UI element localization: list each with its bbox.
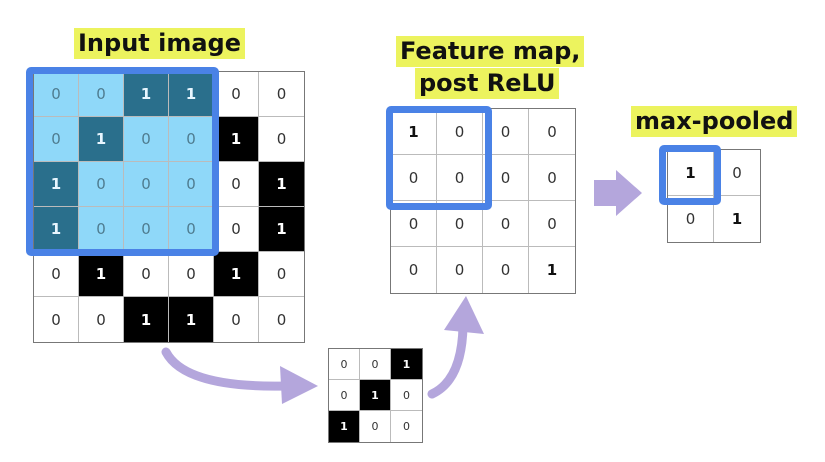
- input-image-cell: 0: [124, 252, 169, 297]
- feature-map-cell: 0: [391, 155, 437, 201]
- feature-map-cell: 0: [437, 155, 483, 201]
- input-image-cell: 1: [124, 297, 169, 342]
- input-to-kernel-arrow-shaft: [161, 347, 290, 391]
- kernel-cell: 1: [360, 380, 391, 411]
- input-image-cell: 0: [34, 252, 79, 297]
- input-image-cell: 1: [259, 162, 304, 207]
- input-image-cell: 0: [214, 72, 259, 117]
- pooled-cell: 0: [668, 196, 714, 242]
- kernel-cell: 0: [403, 420, 410, 433]
- kernel-cell: 0: [360, 349, 391, 380]
- input-image-cell: 0: [259, 252, 304, 297]
- feature-map-cell: 0: [483, 247, 529, 293]
- kernel-cell: 1: [329, 411, 360, 442]
- pooled-cell: 0: [714, 150, 760, 196]
- feature-map-title-line2: post ReLU: [415, 68, 560, 99]
- input-image-cell: 0: [79, 162, 124, 207]
- input-image-cell: 0: [169, 162, 214, 207]
- feature-map-cell: 0: [437, 109, 483, 155]
- feature-map-cell: 1: [546, 261, 558, 279]
- feature-map-title-line1: Feature map,: [396, 36, 585, 67]
- input-image-cell: 1: [124, 72, 169, 117]
- input-image-cell: 1: [169, 297, 214, 342]
- feature-map-cell: 0: [483, 109, 529, 155]
- input-image-cell: 0: [124, 117, 169, 162]
- kernel-cell: 1: [391, 349, 422, 380]
- kernel-cell: 0: [329, 380, 360, 411]
- input-image-cell: 1: [214, 252, 259, 297]
- input-image-cell: 0: [34, 72, 79, 117]
- input-receptive-field-highlight: [26, 67, 219, 256]
- input-image-cell: 1: [259, 207, 304, 252]
- input-image-cell: 0: [259, 117, 304, 162]
- feature-map-cell: 0: [391, 247, 437, 293]
- input-image-cell: 0: [214, 297, 259, 342]
- pooled-cell: 1: [668, 150, 714, 196]
- max-pooled-highlight: [659, 145, 721, 205]
- feature-map-cell: 0: [529, 109, 575, 155]
- input-image-cell: 0: [276, 310, 287, 329]
- pooled-cell: 1: [731, 210, 743, 228]
- input-image-cell: 0: [124, 162, 169, 207]
- feature-map-pool-window: [386, 106, 492, 210]
- input-image-cell: 0: [79, 297, 124, 342]
- input-image-cell: 1: [34, 162, 79, 207]
- input-image-cell: 1: [214, 117, 259, 162]
- feature-map-cell: 0: [529, 201, 575, 247]
- kernel-to-feature-arrow-shaft: [427, 321, 468, 399]
- input-image-cell: 0: [124, 207, 169, 252]
- kernel-cell: 0: [360, 411, 391, 442]
- input-image-cell: 0: [169, 252, 214, 297]
- feature-map-cell: 0: [437, 201, 483, 247]
- feature-map-cell: 0: [483, 155, 529, 201]
- feature-map-cell: 0: [391, 201, 437, 247]
- kernel-cell: 0: [391, 380, 422, 411]
- kernel-cell: 0: [329, 349, 360, 380]
- feature-map-cell: 0: [483, 201, 529, 247]
- max-pooled-title: max-pooled: [631, 106, 798, 137]
- input-image-cell: 0: [34, 117, 79, 162]
- input-image-title: Input image: [74, 28, 245, 59]
- feature-map-cell: 0: [529, 155, 575, 201]
- input-image-cell: 0: [214, 162, 259, 207]
- input-image-cell: 0: [214, 207, 259, 252]
- kernel-to-feature-arrowhead: [444, 296, 484, 334]
- input-image-cell: 0: [79, 72, 124, 117]
- feature-to-pooled-arrow: [594, 170, 642, 216]
- feature-map-cell: 1: [391, 109, 437, 155]
- input-image-cell: 0: [34, 297, 79, 342]
- input-image-cell: 1: [79, 117, 124, 162]
- input-to-kernel-arrowhead: [280, 366, 318, 404]
- feature-map-cell: 0: [437, 247, 483, 293]
- input-image-cell: 0: [259, 72, 304, 117]
- input-image-cell: 1: [79, 252, 124, 297]
